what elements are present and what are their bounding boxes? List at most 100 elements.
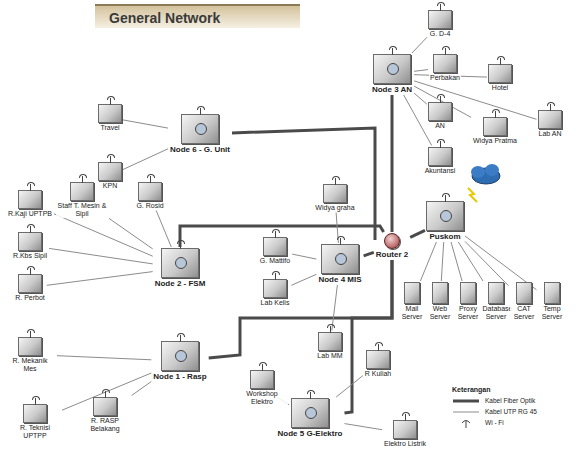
node-label: G. Rosid — [135, 202, 164, 210]
network-node: Node 6 - G. Unit — [169, 114, 231, 154]
node-label: Node 6 - G. Unit — [169, 145, 231, 154]
device-icon — [318, 332, 342, 351]
legend-text: Kabel UTP RG 45 — [485, 408, 537, 415]
wifi-antenna — [445, 195, 446, 202]
fiber-cable — [209, 260, 392, 358]
wifi-antenna — [405, 414, 406, 421]
wifi-antenna — [35, 398, 36, 405]
wifi-antenna — [30, 184, 31, 191]
network-node: Node 2 - FSM — [154, 248, 207, 288]
building-node: Widya Pratma — [472, 117, 518, 145]
wifi-antenna — [30, 226, 31, 233]
wifi-antenna — [150, 176, 151, 183]
node-label: Node 1 - Rasp — [152, 372, 207, 381]
device-icon — [373, 54, 411, 84]
diagram-title: General Network — [95, 4, 300, 28]
utp-cable — [54, 214, 153, 256]
building-node: Hotel — [488, 64, 512, 92]
wifi-antenna — [440, 141, 441, 148]
building-node: Workshop Elektro — [236, 370, 288, 406]
node-label: Travel — [99, 124, 120, 132]
node-label: Elektro Listrik — [383, 440, 427, 448]
node-label: R. Perbot — [14, 294, 46, 302]
building-node: R.Kbs Sipil — [12, 232, 48, 260]
node-label: R. RASP Belakang — [79, 417, 131, 433]
node-label: Hotel — [491, 84, 509, 92]
fiber-cable — [391, 95, 394, 232]
wifi-antenna — [262, 364, 263, 371]
utp-cable — [109, 218, 153, 249]
device-icon — [432, 282, 448, 304]
server-node: Database Server — [482, 282, 511, 321]
node-label: Staff T. Mesin & Sipil — [56, 202, 108, 218]
building-node: R. Mekanik Mes — [4, 337, 56, 373]
building-node: R. Teknisi UPTPP — [9, 404, 61, 440]
utp-cable — [414, 93, 427, 104]
server-node: Proxy Server — [454, 282, 483, 321]
wifi-antenna — [550, 104, 551, 111]
device-icon — [323, 184, 347, 203]
legend-row: Kabel UTP RG 45 — [452, 406, 570, 417]
device-icon — [161, 248, 199, 278]
device-icon — [98, 162, 122, 181]
building-node: R.Kaji UPTPB — [7, 190, 53, 218]
legend-row: Kabel Fiber Optik — [452, 395, 570, 406]
legend-text: Wi - Fi — [485, 419, 504, 426]
device-icon — [428, 147, 452, 166]
wifi-antenna — [330, 326, 331, 333]
utp-cable — [420, 242, 436, 281]
device-icon — [181, 114, 219, 144]
device-icon — [18, 274, 42, 293]
network-node: Node 1 - Rasp — [152, 341, 207, 381]
utp-cable — [123, 149, 168, 170]
utp-cable — [451, 242, 462, 281]
building-node: Lab AN — [538, 110, 563, 138]
wifi-antenna — [335, 178, 336, 185]
utp-cable — [49, 248, 153, 264]
building-node: R. RASP Belakang — [79, 397, 131, 433]
building-node: Perbakan — [429, 54, 461, 82]
utp-cable — [336, 376, 363, 397]
device-icon — [98, 104, 122, 123]
network-node: Node 3 AN — [371, 54, 413, 94]
wifi-antenna — [310, 392, 311, 399]
node-label: Mail Server — [398, 305, 427, 321]
building-node: Staff T. Mesin & Sipil — [56, 182, 108, 218]
utp-cable — [132, 382, 152, 396]
device-icon — [291, 398, 329, 428]
node-label: Lab MM — [316, 352, 343, 360]
node-label: Widya graha — [314, 204, 355, 212]
device-icon — [426, 201, 464, 231]
node-label: Lab Kelis — [260, 299, 291, 307]
wifi-antenna — [180, 335, 181, 342]
building-node: G. D-4 — [428, 10, 452, 38]
building-node: Widya graha — [314, 184, 355, 212]
fiber-cable — [232, 128, 375, 240]
wifi-antenna — [110, 98, 111, 105]
device-icon — [428, 10, 452, 29]
wifi-antenna — [30, 268, 31, 275]
device-icon — [384, 233, 400, 249]
device-icon — [18, 337, 42, 356]
utp-cable — [414, 70, 428, 72]
node-label: G. D-4 — [429, 30, 452, 38]
network-node: Node 4 MIS — [317, 244, 362, 284]
utp-cable — [291, 274, 316, 285]
building-node: Akuntansi — [424, 147, 457, 175]
building-node: KPN — [98, 162, 122, 190]
wifi-antenna — [30, 331, 31, 338]
node-label: R. Mekanik Mes — [4, 357, 56, 373]
device-icon — [538, 110, 562, 129]
device-icon — [70, 182, 94, 201]
building-node: R Kuliah — [364, 350, 392, 378]
utp-cable — [441, 242, 443, 281]
wifi-antenna — [440, 4, 441, 11]
building-node: AN — [428, 102, 452, 130]
building-node: G. Rosid — [135, 182, 164, 210]
fiber-cable — [364, 252, 374, 256]
router-node: Router 2 — [375, 233, 409, 259]
wifi-antenna — [378, 344, 379, 351]
legend-row: Wi - Fi — [452, 417, 570, 428]
device-icon — [93, 397, 117, 416]
wifi-antenna — [500, 58, 501, 65]
